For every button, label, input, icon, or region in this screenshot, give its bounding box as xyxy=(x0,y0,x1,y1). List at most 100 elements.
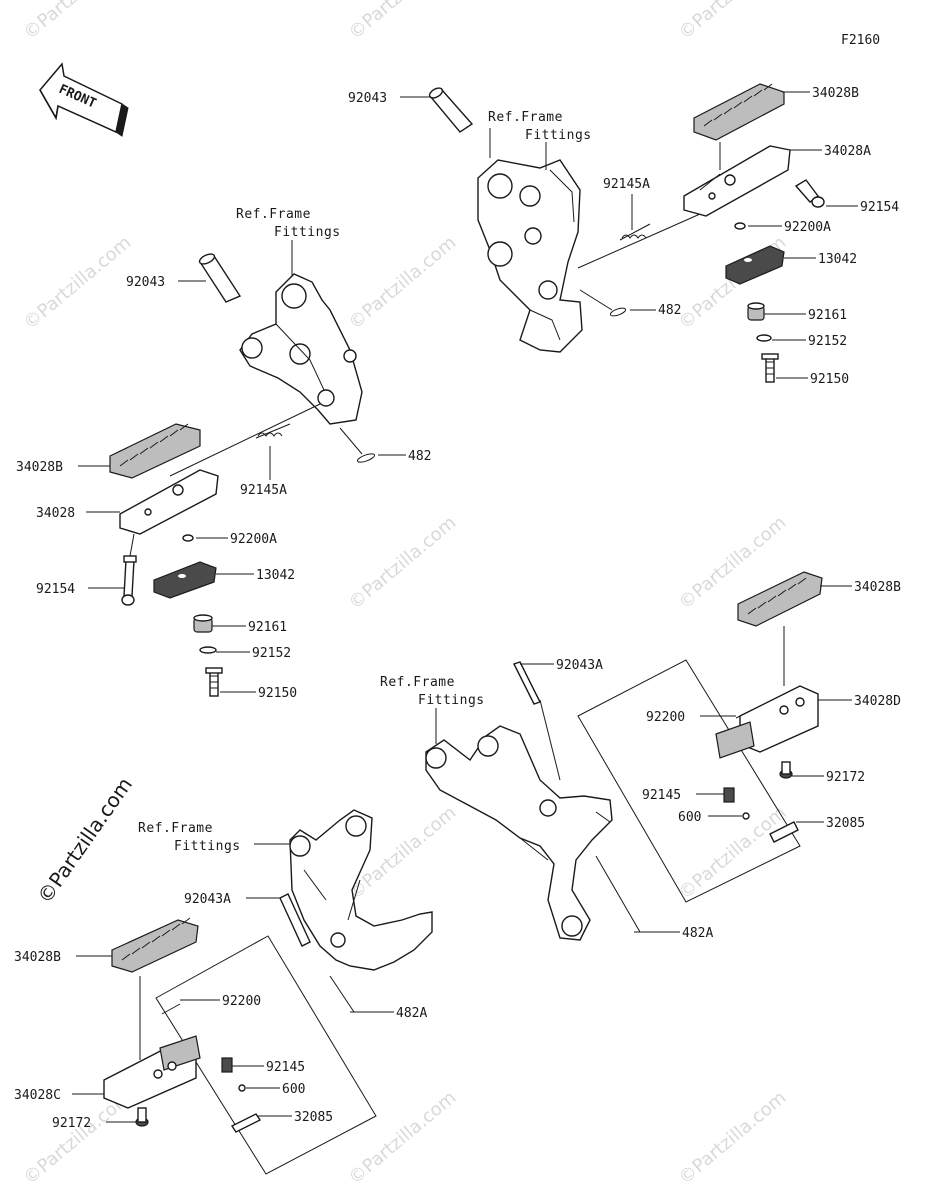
plate-32085-bottom-left xyxy=(230,1113,262,1133)
ball-600-bottom-left xyxy=(238,1084,246,1092)
label-13042: 13042 xyxy=(256,568,295,583)
group-box-bottom-right xyxy=(577,659,801,903)
watermark: ©Partzilla.com xyxy=(345,512,461,614)
label-32085: 32085 xyxy=(826,816,865,831)
pin-92043A-bottom-left xyxy=(279,893,311,947)
bracket-bottom-left xyxy=(289,809,433,971)
watermark: ©Partzilla.com xyxy=(20,0,136,44)
bracket-top-left xyxy=(239,273,363,425)
peg-34028D-bottom-right xyxy=(715,685,819,759)
label-34028C: 34028C xyxy=(14,1088,61,1103)
label-92161: 92161 xyxy=(808,308,847,323)
washer-92200-bottom-left xyxy=(161,1003,181,1015)
collar-92161-top-right xyxy=(747,302,765,321)
collar-92161-left xyxy=(193,614,213,633)
pin-92043-top-left xyxy=(198,253,242,303)
label-92043A: 92043A xyxy=(184,892,231,907)
group-box-bottom-left xyxy=(155,935,377,1175)
bolt-92172-bottom-left xyxy=(135,1107,149,1127)
label-92154: 92154 xyxy=(36,582,75,597)
ball-600-bottom-right xyxy=(742,812,750,820)
peg-rubber-34028B-bottom-left xyxy=(111,917,199,973)
spring-92145A-top-right xyxy=(619,223,651,241)
label-ref-frame: Ref.Frame xyxy=(488,110,563,125)
label-34028D: 34028D xyxy=(854,694,901,709)
label-92145: 92145 xyxy=(266,1060,305,1075)
label-92043: 92043 xyxy=(348,91,387,106)
pin-92154-left xyxy=(121,555,137,606)
pin-92154-top-right xyxy=(794,179,825,208)
bolt-92172-bottom-right xyxy=(779,761,793,779)
label-92200: 92200 xyxy=(646,710,685,725)
label-ref-frame: Ref.Frame xyxy=(380,675,455,690)
bolt-92150-left xyxy=(205,667,223,697)
washer-92200A-left xyxy=(182,534,194,542)
label-92200A: 92200A xyxy=(230,532,277,547)
watermark: ©Partzilla.com xyxy=(20,232,136,334)
peg-rubber-34028B-bottom-right xyxy=(737,571,823,627)
washer-92152-left xyxy=(199,646,217,654)
spring-92145-bottom-right xyxy=(723,787,735,803)
clip-482 xyxy=(609,307,627,317)
label-92043: 92043 xyxy=(126,275,165,290)
assembly-bottom-right: 92043A Ref.Frame Fittings 34028B 92200 xyxy=(380,571,901,941)
label-ref-frame: Ref.Frame xyxy=(138,821,213,836)
spring-92145A-top-left xyxy=(255,423,291,439)
bracket-bottom-right xyxy=(425,725,613,941)
label-92154: 92154 xyxy=(860,200,899,215)
label-482: 482 xyxy=(408,449,431,464)
watermark: ©Partzilla.com xyxy=(345,0,461,44)
label-34028B: 34028B xyxy=(16,460,63,475)
label-600: 600 xyxy=(678,810,701,825)
label-482A: 482A xyxy=(682,926,713,941)
label-92145A: 92145A xyxy=(240,483,287,498)
watermark: ©Partzilla.com xyxy=(675,1087,791,1189)
label-92150: 92150 xyxy=(810,372,849,387)
damper-13042-top-right xyxy=(725,245,785,285)
label-92043A: 92043A xyxy=(556,658,603,673)
label-ref-frame: Ref.Frame xyxy=(236,207,311,222)
label-34028B: 34028B xyxy=(854,580,901,595)
spring-92145-bottom-left xyxy=(221,1057,233,1073)
damper-13042-left xyxy=(153,561,217,599)
label-34028A: 34028A xyxy=(824,144,871,159)
washer-92200A-top-right xyxy=(734,222,746,230)
label-13042: 13042 xyxy=(818,252,857,267)
watermark: ©Partzilla.com xyxy=(345,1087,461,1189)
figure-code: F2160 xyxy=(841,33,880,48)
label-fittings: Fittings xyxy=(274,225,341,240)
front-arrow: FRONT xyxy=(39,62,129,137)
label-92200A: 92200A xyxy=(784,220,831,235)
peg-rubber-34028B-left xyxy=(109,423,201,479)
label-92172: 92172 xyxy=(52,1116,91,1131)
pin-92043-top-right xyxy=(428,87,474,133)
peg-34028-left xyxy=(119,469,219,535)
clip-482 xyxy=(356,453,376,463)
label-34028B: 34028B xyxy=(812,86,859,101)
label-92161: 92161 xyxy=(248,620,287,635)
watermark-dark: ©Partzilla.com xyxy=(32,773,137,908)
label-482: 482 xyxy=(658,303,681,318)
watermark: ©Partzilla.com xyxy=(345,232,461,334)
label-92150: 92150 xyxy=(258,686,297,701)
label-482A: 482A xyxy=(396,1006,427,1021)
label-92152: 92152 xyxy=(808,334,847,349)
label-32085: 32085 xyxy=(294,1110,333,1125)
label-34028B: 34028B xyxy=(14,950,61,965)
label-92145A: 92145A xyxy=(603,177,650,192)
assembly-top-right: 92043 Ref.Frame Fittings 92145A 482 xyxy=(348,83,899,387)
washer-92152-top-right xyxy=(756,334,772,342)
assembly-top-left: Ref.Frame Fittings 92043 92145A xyxy=(16,207,431,701)
label-600: 600 xyxy=(282,1082,305,1097)
peg-34028A-top-right xyxy=(683,145,791,217)
bracket-top-right xyxy=(477,159,583,353)
label-92172: 92172 xyxy=(826,770,865,785)
bolt-92150-top-right xyxy=(761,353,779,383)
label-34028: 34028 xyxy=(36,506,75,521)
label-fittings: Fittings xyxy=(525,128,592,143)
peg-34028C-bottom-left xyxy=(103,1035,201,1109)
assembly-bottom-left: Ref.Frame Fittings 92043A 482A 34028B xyxy=(14,809,433,1175)
label-92200: 92200 xyxy=(222,994,261,1009)
pin-92043A-bottom-right xyxy=(513,661,541,705)
